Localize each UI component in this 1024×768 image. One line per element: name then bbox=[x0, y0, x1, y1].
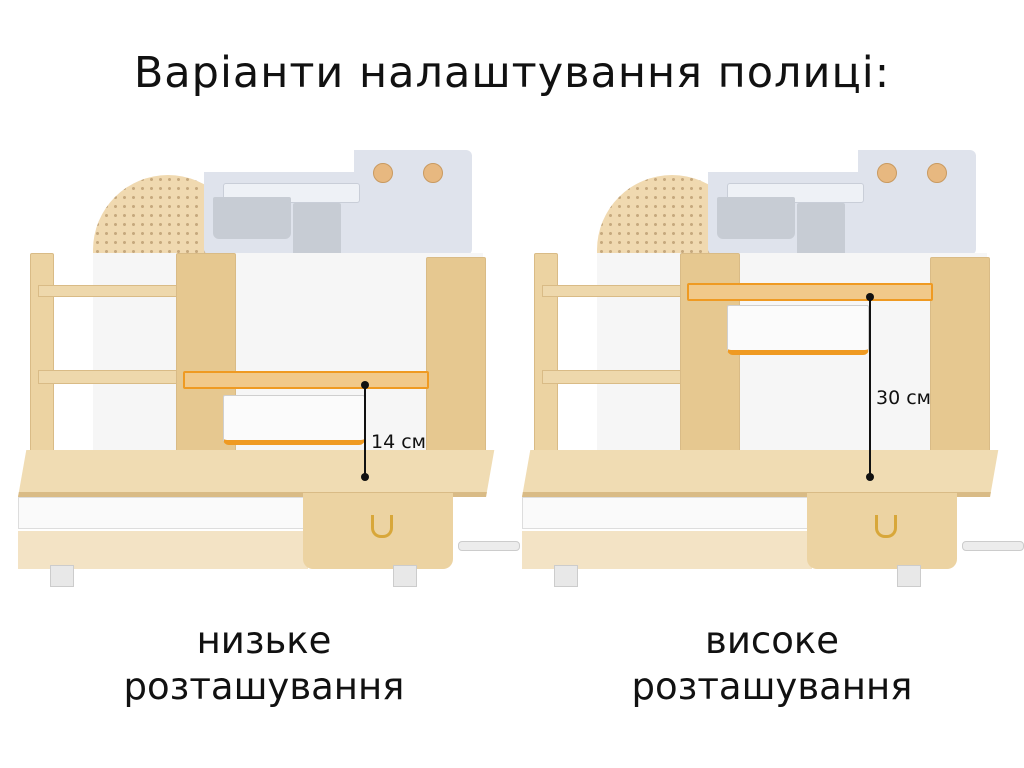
wooden-peg bbox=[927, 163, 947, 183]
desk-leg bbox=[554, 565, 578, 587]
caption-line: низьке bbox=[196, 619, 332, 662]
wooden-peg bbox=[877, 163, 897, 183]
measurement-label: 30 см bbox=[876, 387, 931, 409]
drawer bbox=[18, 497, 305, 529]
organizer-cup bbox=[213, 197, 291, 239]
drawer bbox=[522, 497, 809, 529]
low-position-illustration: 14 см bbox=[18, 145, 520, 587]
measurement-line bbox=[866, 293, 874, 481]
organizer-cup bbox=[293, 203, 341, 261]
height-crank bbox=[458, 541, 520, 551]
measurement-line bbox=[361, 381, 369, 481]
measurement-label: 14 см bbox=[371, 431, 426, 453]
wooden-peg bbox=[423, 163, 443, 183]
wooden-peg bbox=[373, 163, 393, 183]
caption-line: розташування bbox=[123, 665, 405, 708]
side-panel bbox=[930, 257, 990, 469]
book-tray bbox=[223, 395, 365, 445]
caption-high-position: високе розташування bbox=[552, 618, 992, 710]
caption-line: високе bbox=[705, 619, 839, 662]
side-panel bbox=[426, 257, 486, 469]
bag-hook bbox=[875, 515, 897, 538]
organizer-cup bbox=[797, 203, 845, 261]
caption-low-position: низьке розташування bbox=[44, 618, 484, 710]
desk-leg bbox=[50, 565, 74, 587]
bag-hook bbox=[371, 515, 393, 538]
desk-leg bbox=[897, 565, 921, 587]
book-tray bbox=[727, 305, 869, 355]
organizer-cup bbox=[717, 197, 795, 239]
desk-leg bbox=[393, 565, 417, 587]
page-title: Варіанти налаштування полиці: bbox=[133, 48, 891, 98]
caption-line: розташування bbox=[631, 665, 913, 708]
high-position-illustration: 30 см bbox=[522, 145, 1024, 587]
